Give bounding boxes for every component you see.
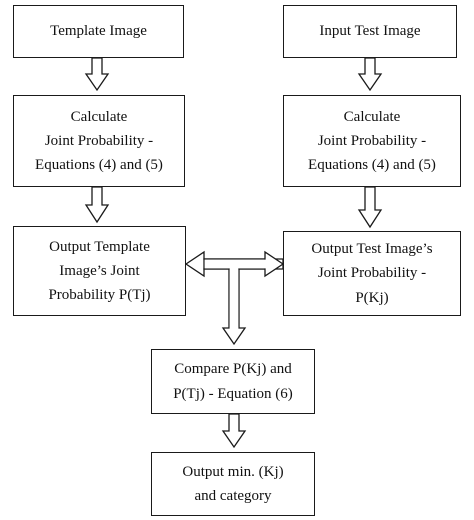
calculate-test-lines: Calculate Joint Probability - Equations … — [308, 105, 436, 178]
template-image-box: Template Image — [13, 5, 184, 58]
output-template-lines: Output Template Image’s Joint Probabilit… — [48, 235, 150, 308]
final-output-lines: Output min. (Kj) and category — [182, 460, 283, 509]
arrow-compare-to-final — [221, 413, 247, 449]
compare-line-2: P(Tj) - Equation (6) — [173, 385, 293, 402]
compare-lines: Compare P(Kj) and P(Tj) - Equation (6) — [173, 357, 293, 406]
input-test-image-lines: Input Test Image — [319, 19, 420, 43]
final-output-box: Output min. (Kj) and category — [151, 452, 315, 516]
output-template-box: Output Template Image’s Joint Probabilit… — [13, 226, 186, 316]
template-image-label: Template Image — [50, 23, 147, 40]
calculate-template-lines: Calculate Joint Probability - Equations … — [35, 105, 163, 178]
output-test-lines: Output Test Image’s Joint Probability - … — [311, 237, 432, 310]
calculate-test-line-1: Calculate — [343, 108, 401, 125]
calculate-template-box: Calculate Joint Probability - Equations … — [13, 95, 185, 187]
calculate-test-line-3: Equations (4) and (5) — [308, 157, 436, 174]
output-template-line-3: Probability P(Tj) — [48, 287, 151, 304]
calculate-test-line-2: Joint Probability - — [317, 132, 427, 149]
output-test-line-2: Joint Probability - — [317, 265, 427, 282]
output-template-line-1: Output Template — [49, 238, 150, 255]
output-template-line-2: Image’s Joint — [59, 262, 140, 279]
calculate-template-line-2: Joint Probability - — [44, 132, 154, 149]
input-test-image-box: Input Test Image — [283, 5, 457, 58]
output-test-line-3: P(Kj) — [355, 289, 389, 306]
calculate-test-box: Calculate Joint Probability - Equations … — [283, 95, 461, 187]
arrow-input-to-calc-right — [357, 57, 383, 92]
compare-line-1: Compare P(Kj) and — [174, 361, 292, 378]
calculate-template-line-3: Equations (4) and (5) — [35, 157, 163, 174]
calculate-template-line-1: Calculate — [70, 108, 128, 125]
final-output-line-2: and category — [194, 488, 272, 504]
arrow-calc-left-to-output-template — [84, 186, 110, 224]
output-test-line-1: Output Test Image’s — [311, 241, 433, 258]
output-test-box: Output Test Image’s Joint Probability - … — [283, 231, 461, 316]
arrow-template-to-calc-left — [84, 57, 110, 92]
final-output-line-1: Output min. (Kj) — [182, 463, 284, 480]
arrow-calc-right-to-output-test — [357, 186, 383, 229]
compare-box: Compare P(Kj) and P(Tj) - Equation (6) — [151, 349, 315, 414]
template-image-lines: Template Image — [50, 19, 147, 43]
input-test-image-label: Input Test Image — [319, 23, 421, 40]
